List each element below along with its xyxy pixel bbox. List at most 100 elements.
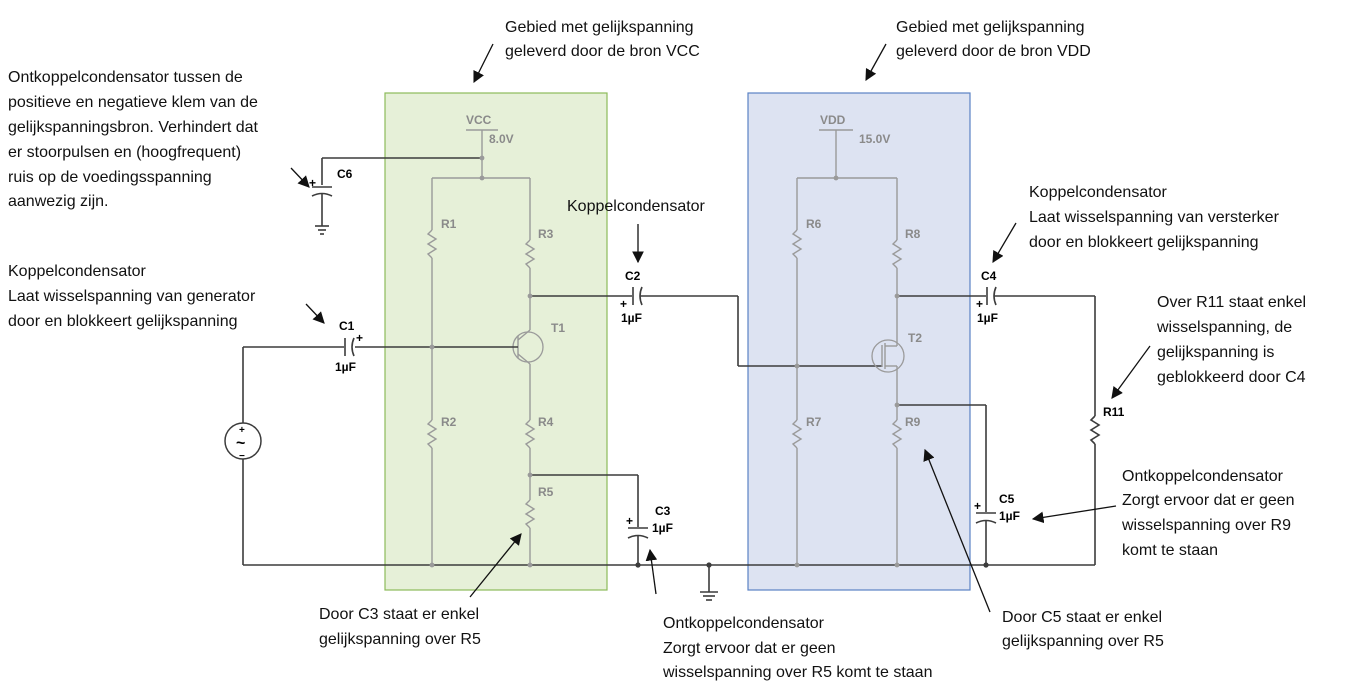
vcc-label: VCC — [466, 113, 492, 127]
c2-capacitor — [632, 286, 882, 367]
c1-value: 1µF — [335, 360, 356, 374]
c2-value: 1µF — [621, 311, 642, 325]
svg-text:Gebied met gelijkspanning: Gebied met gelijkspanning — [896, 19, 1085, 36]
svg-text:komt te staan: komt te staan — [1122, 542, 1218, 559]
r1-label: R1 — [441, 217, 457, 231]
svg-text:Koppelcondensator: Koppelcondensator — [8, 263, 147, 280]
c4-value: 1µF — [977, 311, 998, 325]
annotation-c4: Koppelcondensator Laat wisselspanning va… — [1029, 184, 1280, 251]
svg-text:gelijkspanning over R5: gelijkspanning over R5 — [1002, 633, 1164, 650]
vdd-dc-region — [747, 92, 971, 591]
svg-text:Laat wisselspanning van verste: Laat wisselspanning van versterker — [1029, 209, 1280, 226]
annotation-c5-r9: Door C5 staat er enkel gelijkspanning ov… — [1002, 609, 1164, 650]
annotation-c6: Ontkoppelcondensator tussen de positieve… — [8, 69, 259, 210]
stage1-wiring — [311, 129, 639, 565]
arrow-c3 — [645, 548, 658, 595]
annotation-c2: Koppelcondensator — [567, 198, 706, 215]
stage2-wiring — [791, 129, 987, 565]
c5-plus: + — [974, 499, 981, 513]
c2-plus: + — [620, 297, 627, 311]
annotation-area-vdd: Gebied met gelijkspanning geleverd door … — [896, 19, 1091, 60]
vcc-dc-region — [384, 92, 608, 591]
svg-text:er stoorpulsen en (hoogfrequen: er stoorpulsen en (hoogfrequent) — [8, 144, 241, 161]
svg-text:Koppelcondensator: Koppelcondensator — [567, 198, 706, 215]
arrow-area-vdd — [865, 43, 887, 82]
r9-label: R9 — [905, 415, 921, 429]
svg-text:Ontkoppelcondensator: Ontkoppelcondensator — [1122, 468, 1284, 485]
annotation-r11: Over R11 staat enkel wisselspanning, de … — [1156, 294, 1306, 386]
c3-capacitor — [627, 527, 649, 568]
c3-value: 1µF — [652, 521, 673, 535]
svg-text:Ontkoppelcondensator: Ontkoppelcondensator — [663, 615, 825, 632]
r3-label: R3 — [538, 227, 554, 241]
c1-plus: + — [356, 331, 363, 345]
svg-text:Over R11 staat enkel: Over R11 staat enkel — [1157, 294, 1306, 311]
c3-label: C3 — [655, 504, 671, 518]
vcc-value: 8.0V — [489, 132, 514, 146]
r2-label: R2 — [441, 415, 457, 429]
svg-text:Laat wisselspanning van genera: Laat wisselspanning van generator — [8, 288, 256, 305]
r11-label: R11 — [1103, 405, 1125, 419]
annotation-area-vcc: Gebied met gelijkspanning geleverd door … — [505, 19, 700, 60]
svg-text:door en blokkeert gelijkspanni: door en blokkeert gelijkspanning — [8, 313, 237, 330]
generator-wave-icon: ~ — [236, 435, 245, 452]
svg-text:geblokkeerd door C4: geblokkeerd door C4 — [1157, 369, 1306, 386]
svg-text:wisselspanning, de: wisselspanning, de — [1156, 319, 1292, 336]
c5-capacitor — [975, 512, 997, 568]
c5-value: 1µF — [999, 509, 1020, 523]
r6-label: R6 — [806, 217, 822, 231]
input-network — [224, 337, 1095, 566]
svg-text:door en blokkeert gelijkspanni: door en blokkeert gelijkspanning — [1029, 234, 1258, 251]
svg-text:geleverd door de bron VDD: geleverd door de bron VDD — [896, 43, 1091, 60]
r7-label: R7 — [806, 415, 822, 429]
junction-dots — [429, 155, 900, 568]
ground-symbol — [700, 562, 718, 601]
svg-text:aanwezig zijn.: aanwezig zijn. — [8, 193, 109, 210]
c5-label: C5 — [999, 492, 1015, 506]
output-network — [986, 286, 1101, 565]
svg-text:Door C3 staat er enkel: Door C3 staat er enkel — [319, 606, 479, 623]
arrow-c1 — [305, 303, 325, 324]
annotation-c5: Ontkoppelcondensator Zorgt ervoor dat er… — [1121, 468, 1295, 559]
arrow-r11 — [1111, 345, 1151, 399]
vdd-label: VDD — [820, 113, 846, 127]
c1-label: C1 — [339, 319, 355, 333]
arrow-c5 — [1031, 505, 1117, 524]
t2-label: T2 — [908, 331, 922, 345]
svg-text:Zorgt ervoor dat er geen: Zorgt ervoor dat er geen — [1122, 492, 1295, 509]
svg-text:wisselspanning over R9: wisselspanning over R9 — [1121, 517, 1291, 534]
annotation-c1: Koppelcondensator Laat wisselspanning va… — [8, 263, 256, 330]
r5-label: R5 — [538, 485, 554, 499]
annotation-r5: Door C3 staat er enkel gelijkspanning ov… — [319, 606, 481, 648]
c2-label: C2 — [625, 269, 641, 283]
svg-text:gelijkspanningsbron. Verhinde: gelijkspanningsbron. Verhindert dat — [8, 119, 259, 136]
c6-label: C6 — [337, 167, 353, 181]
c4-plus: + — [976, 297, 983, 311]
svg-text:gelijkspanning over R5: gelijkspanning over R5 — [319, 631, 481, 648]
arrow-area-vcc — [473, 43, 494, 84]
generator-minus: − — [239, 451, 245, 462]
annotation-c3: Ontkoppelcondensator Zorgt ervoor dat er… — [662, 615, 932, 681]
arrow-r5 — [469, 533, 522, 598]
t1-label: T1 — [551, 321, 565, 335]
svg-text:Door C5 staat er enkel: Door C5 staat er enkel — [1002, 609, 1162, 626]
c3-plus: + — [626, 514, 633, 528]
svg-text:Zorgt ervoor dat er geen: Zorgt ervoor dat er geen — [663, 640, 836, 657]
generator-plus: + — [239, 425, 245, 436]
vdd-value: 15.0V — [859, 132, 890, 146]
svg-text:positieve en negatieve klem va: positieve en negatieve klem van de — [8, 94, 258, 111]
svg-text:Gebied met gelijkspanning: Gebied met gelijkspanning — [505, 19, 694, 36]
annotation-arrows — [290, 43, 1151, 613]
svg-text:gelijkspanning is: gelijkspanning is — [1157, 344, 1274, 361]
svg-text:wisselspanning over R5 komt te: wisselspanning over R5 komt te staan — [662, 664, 932, 681]
r4-label: R4 — [538, 415, 554, 429]
arrow-c6 — [290, 167, 310, 188]
svg-text:geleverd door de bron VCC: geleverd door de bron VCC — [505, 43, 700, 60]
arrow-r9 — [923, 448, 991, 613]
c4-label: C4 — [981, 269, 997, 283]
svg-text:Ontkoppelcondensator tussen de: Ontkoppelcondensator tussen de — [8, 69, 243, 86]
c6-plus: + — [309, 176, 316, 190]
r8-label: R8 — [905, 227, 921, 241]
arrow-c4 — [992, 222, 1017, 264]
